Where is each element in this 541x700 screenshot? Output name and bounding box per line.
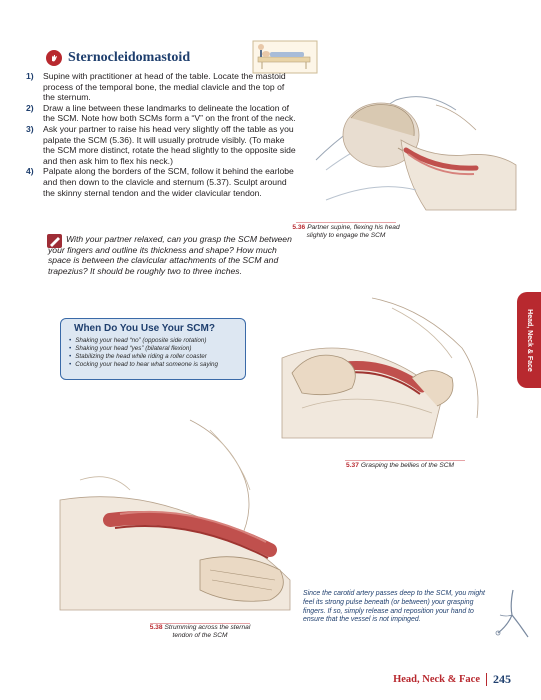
exploration-question: With your partner relaxed, can you grasp… bbox=[47, 234, 292, 276]
table-position-thumbnail bbox=[252, 40, 318, 74]
footer-chapter-title: Head, Neck & Face bbox=[393, 674, 480, 685]
hand-icon bbox=[46, 50, 62, 66]
caption-number: 5.38 bbox=[149, 624, 163, 631]
step-item: 3) Ask your partner to raise his head ve… bbox=[26, 123, 296, 166]
sidebar-box-title: When Do You Use Your SCM? bbox=[74, 323, 215, 334]
illustration-537 bbox=[281, 297, 479, 439]
chapter-tab[interactable]: Head, Neck & Face bbox=[517, 292, 541, 388]
caption-text: Grasping the bellies of the SCM bbox=[360, 462, 454, 469]
list-item: Cocking your head to hear what someone i… bbox=[69, 361, 237, 369]
sidebar-box: When Do You Use Your SCM? Shaking your h… bbox=[60, 318, 246, 380]
sidebar-box-list: Shaking your head “no” (opposite side ro… bbox=[69, 337, 237, 369]
section-heading: Sternocleidomastoid bbox=[46, 50, 190, 66]
illustration-538 bbox=[59, 419, 291, 611]
step-item: 1) Supine with practitioner at head of t… bbox=[26, 71, 286, 103]
caption-rule bbox=[150, 623, 250, 624]
carotid-note: Since the carotid artery passes deep to … bbox=[303, 590, 485, 624]
caption-rule bbox=[296, 222, 396, 223]
page-number: 245 bbox=[493, 672, 511, 686]
step-item: 4) Palpate along the borders of the SCM,… bbox=[26, 166, 294, 198]
list-item: Shaking your head “no” (opposite side ro… bbox=[69, 337, 237, 345]
carotid-artery-sketch bbox=[495, 589, 529, 638]
chapter-tab-label: Head, Neck & Face bbox=[525, 308, 533, 372]
pencil-check-icon bbox=[47, 234, 62, 248]
caption-text: Partner supine, flexing his head slightl… bbox=[306, 224, 400, 240]
caption-number: 5.36 bbox=[292, 224, 306, 231]
footer-divider bbox=[486, 673, 487, 686]
list-item: Stabilizing the head while riding a roll… bbox=[69, 353, 237, 361]
instruction-steps: 1) Supine with practitioner at head of t… bbox=[26, 71, 296, 198]
page-footer: Head, Neck & Face 245 bbox=[393, 672, 511, 687]
section-title: Sternocleidomastoid bbox=[68, 50, 191, 65]
illustration-536 bbox=[315, 96, 517, 211]
caption-rule bbox=[345, 460, 465, 461]
step-item: 2) Draw a line between these landmarks t… bbox=[26, 102, 296, 124]
list-item: Shaking your head “yes” (bilateral flexi… bbox=[69, 345, 237, 353]
caption-text: Strumming across the sternal tendon of t… bbox=[164, 624, 251, 640]
caption-number: 5.37 bbox=[346, 462, 359, 469]
